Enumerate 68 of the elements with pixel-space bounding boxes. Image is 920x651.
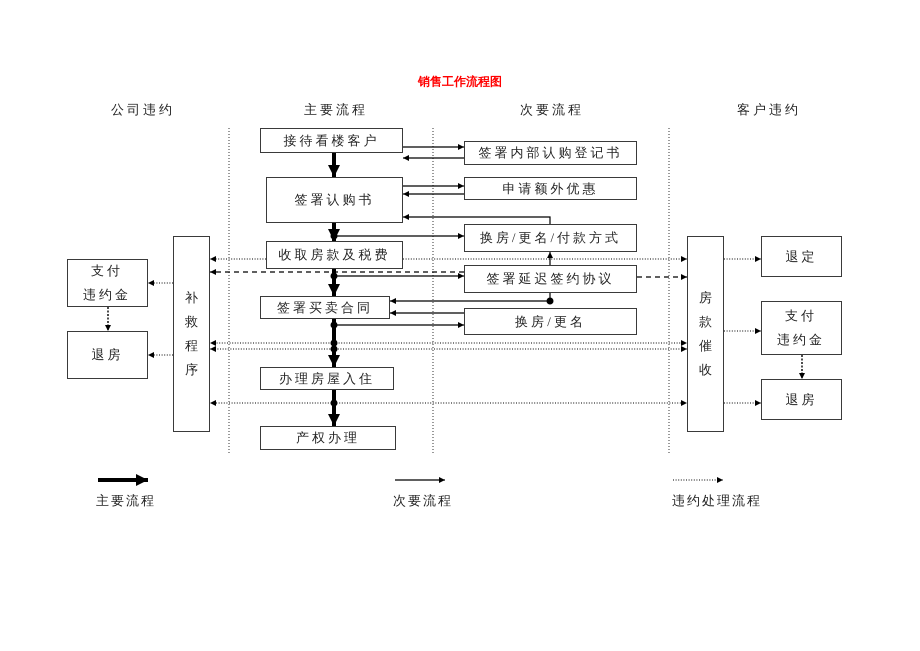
process-box bbox=[464, 224, 637, 252]
legend-label: 主要流程 bbox=[96, 493, 156, 509]
process-box bbox=[260, 296, 390, 319]
step-label: 收取房款及税费 bbox=[278, 247, 390, 263]
column-header: 次要流程 bbox=[520, 102, 584, 118]
process-box bbox=[266, 241, 403, 269]
process-box bbox=[464, 308, 637, 335]
flow-arrow bbox=[328, 319, 340, 367]
step-label: 签署买卖合同 bbox=[277, 300, 373, 316]
step-label: 退定 bbox=[786, 248, 818, 264]
legend-label: 次要流程 bbox=[393, 493, 453, 509]
dashed-arrow bbox=[210, 269, 464, 275]
arrow bbox=[390, 310, 464, 316]
step-label: 换房/更名 bbox=[515, 314, 586, 330]
flow-arrow bbox=[328, 269, 340, 296]
process-box bbox=[260, 426, 396, 450]
step-label: 办理房屋入住 bbox=[279, 370, 375, 386]
step-label: 退房 bbox=[92, 347, 124, 363]
step-label: 申请额外优惠 bbox=[502, 180, 598, 196]
step-label: 签署延迟签约协议 bbox=[486, 271, 614, 287]
arrow bbox=[403, 144, 464, 150]
arrow bbox=[403, 183, 464, 189]
arrow bbox=[390, 293, 551, 304]
process-box bbox=[761, 236, 842, 277]
dotted-arrow bbox=[210, 256, 266, 262]
process-box bbox=[761, 301, 842, 355]
step-label: 接待看楼客户 bbox=[284, 132, 380, 148]
dotted-arrow bbox=[724, 400, 762, 406]
column-header: 公司违约 bbox=[111, 102, 175, 118]
flow-arrow bbox=[328, 153, 340, 177]
step-label: 换房/更名/付款方式 bbox=[480, 230, 622, 246]
process-box bbox=[67, 331, 148, 379]
step-label: 签署认购书 bbox=[294, 192, 374, 208]
dashed-arrow bbox=[637, 274, 687, 280]
process-box bbox=[260, 128, 403, 153]
process-box bbox=[67, 259, 148, 307]
process-box bbox=[464, 177, 637, 200]
dotted-arrow bbox=[148, 352, 174, 358]
dotted-arrow bbox=[724, 256, 762, 262]
process-box bbox=[464, 141, 637, 165]
step-label: 支付违约金 bbox=[777, 307, 826, 349]
arrow bbox=[403, 214, 551, 224]
arrow bbox=[403, 191, 464, 197]
step-label: 签署内部认购登记书 bbox=[478, 145, 622, 161]
arrow bbox=[547, 252, 553, 265]
process-box bbox=[266, 177, 403, 223]
dotted-arrow bbox=[724, 328, 762, 334]
process-box bbox=[687, 236, 724, 432]
diagram-title: 销售工作流程图 bbox=[418, 74, 502, 90]
dotted-arrow bbox=[799, 355, 805, 379]
legend-label: 违约处理流程 bbox=[672, 493, 762, 509]
arrow bbox=[403, 155, 464, 161]
step-label: 补救程序 bbox=[185, 289, 198, 379]
process-box bbox=[761, 379, 842, 420]
dotted-arrow bbox=[402, 256, 688, 262]
step-label: 支付违约金 bbox=[83, 262, 132, 304]
dotted-arrow bbox=[148, 280, 174, 286]
dotted-arrow bbox=[105, 307, 111, 331]
process-box bbox=[173, 236, 210, 432]
process-box bbox=[260, 367, 394, 390]
column-header: 客户违约 bbox=[737, 102, 801, 118]
step-label: 产权办理 bbox=[296, 430, 360, 446]
step-label: 房款催收 bbox=[699, 289, 712, 379]
flow-arrow bbox=[328, 390, 340, 426]
column-header: 主要流程 bbox=[304, 102, 368, 118]
step-label: 退房 bbox=[786, 392, 818, 408]
flow-arrow bbox=[328, 223, 340, 241]
process-box bbox=[464, 265, 637, 293]
